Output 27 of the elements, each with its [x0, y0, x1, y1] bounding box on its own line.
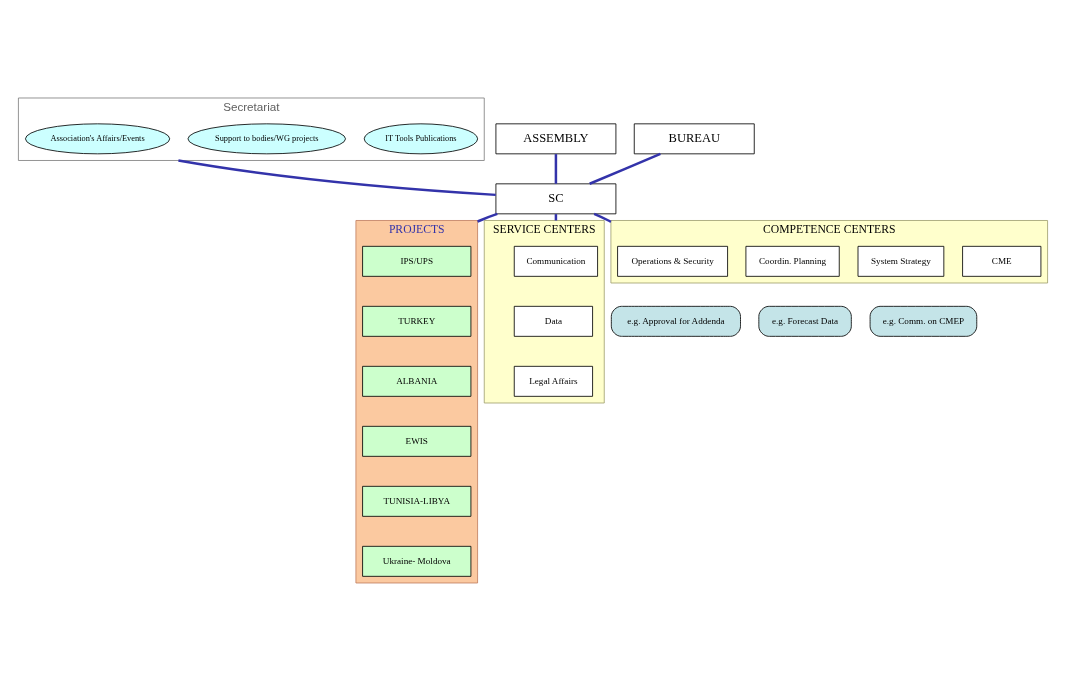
- node-ellipse: Association's Affairs/Events: [25, 123, 171, 155]
- node-box: TUNISIA-LIBYA: [362, 485, 472, 517]
- connector: [178, 159, 496, 197]
- node-box: BUREAU: [633, 123, 755, 155]
- node-ellipse: Support to bodies/WG projects: [187, 123, 346, 155]
- node-box: Ukraine- Moldova: [362, 545, 472, 577]
- connector: [593, 212, 612, 223]
- node-box: Operations & Security: [617, 245, 728, 277]
- node-box: e.g. Forecast Data: [758, 305, 852, 337]
- node-box: SC: [495, 183, 617, 215]
- connector: [554, 154, 558, 184]
- node-box: IPS/UPS: [362, 245, 472, 277]
- node-ellipse: IT Tools Publications: [363, 123, 479, 155]
- node-box: Coordin. Planning: [745, 245, 840, 277]
- node-box: System Strategy: [857, 245, 945, 277]
- connector: [477, 212, 498, 223]
- node-box: CME: [962, 245, 1042, 277]
- node-box: Communication: [513, 245, 598, 277]
- node-box: Legal Affairs: [513, 365, 593, 397]
- node-box: TURKEY: [362, 305, 472, 337]
- connector: [589, 152, 661, 185]
- node-box: Data: [513, 305, 593, 337]
- node-box: e.g. Comm. on CMEP: [869, 305, 978, 337]
- node-box: e.g. Approval for Addenda: [610, 305, 741, 337]
- node-box: ASSEMBLY: [495, 123, 617, 155]
- node-box: ALBANIA: [362, 365, 472, 397]
- node-box: EWIS: [362, 425, 472, 457]
